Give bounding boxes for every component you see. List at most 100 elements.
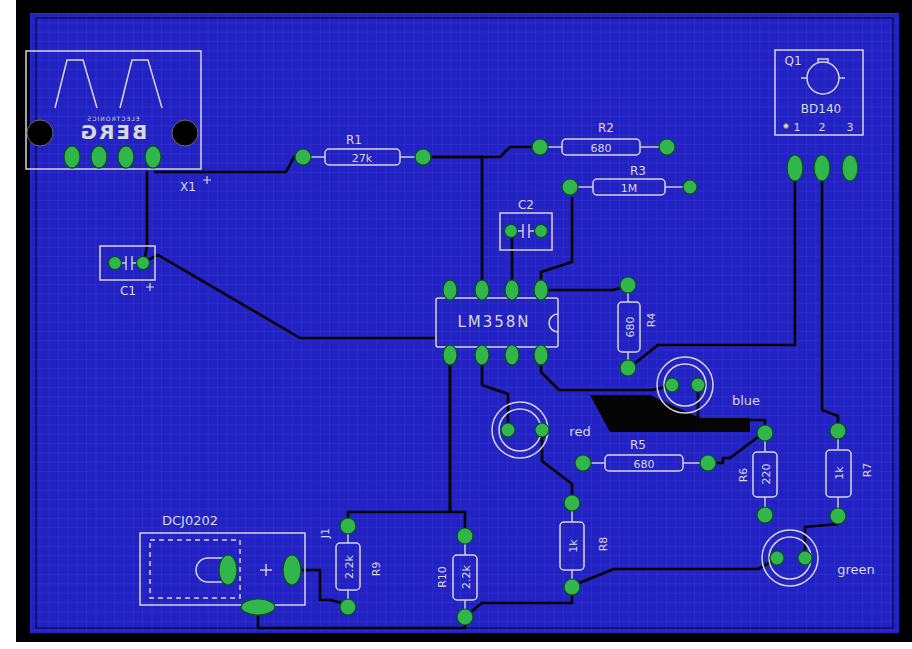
resistor-footprint: R127k (294, 132, 432, 167)
solder-pad (620, 360, 636, 376)
part-name: C1 (120, 285, 136, 297)
lead-line (464, 600, 465, 609)
usb-connector-footprint: BERGELECTRONICSX1 (25, 50, 203, 172)
component-outline (753, 452, 777, 497)
led-footprint: red (490, 400, 602, 461)
part-name: Q1 (784, 55, 801, 67)
part-value: 1k (568, 539, 579, 552)
solder-pad (501, 423, 515, 437)
solder-pad (757, 507, 773, 523)
component-outline (26, 51, 201, 169)
led-color: green (837, 563, 875, 576)
component-outline (769, 537, 811, 579)
part-name: R1 (346, 134, 362, 146)
part-value: 1k (834, 466, 845, 479)
copper-trace (158, 255, 434, 338)
solder-pad (295, 149, 311, 165)
text-slot: 220 (757, 464, 773, 485)
resistor-footprint: 1k R8 (556, 494, 614, 595)
lead-line (683, 462, 700, 463)
solder-pad (564, 579, 580, 595)
copper-ground (30, 13, 899, 633)
led-color: blue (732, 394, 760, 407)
text-slot: 680 (634, 455, 655, 471)
text-slot: R1 (346, 131, 362, 147)
lead-line (518, 230, 524, 231)
origin-mark (203, 176, 211, 184)
component-outline (762, 530, 818, 586)
part-value: 680 (634, 459, 655, 470)
text-slot: R3 (630, 162, 646, 178)
grid (30, 13, 899, 633)
solder-pad (659, 139, 675, 155)
copper-trace (805, 524, 838, 527)
resistor-footprint: 2.2kR9 (330, 517, 386, 615)
part-value: DCJ0202 (162, 514, 218, 527)
solder-pad (535, 423, 549, 437)
text-slot: 2 (819, 118, 826, 134)
text-slot: 2.2k (457, 565, 473, 589)
mounting-hole (27, 120, 53, 146)
copper-trace (698, 416, 765, 425)
component-outline (55, 60, 97, 108)
solder-pad (219, 555, 237, 585)
component-outline (325, 149, 400, 165)
copper-trace (560, 289, 612, 292)
lead-line (837, 439, 838, 450)
lead-line (522, 224, 523, 238)
part-value: BD140 (801, 103, 841, 115)
part-value: 680 (591, 143, 612, 154)
solder-pad (64, 146, 80, 168)
solder-pad (562, 179, 578, 195)
copper-trace (432, 147, 531, 157)
component-outline (150, 540, 240, 598)
component-outline (664, 364, 706, 406)
copper-trace (511, 251, 514, 280)
part-name: R10 (437, 566, 448, 588)
solder-pad (534, 280, 548, 300)
capacitor-footprint: C1 (98, 245, 158, 299)
text-slot: R7 (858, 463, 874, 478)
solder-pad (830, 508, 846, 524)
component-outline (100, 246, 155, 280)
solder-pad (505, 345, 519, 365)
lead-line (265, 564, 266, 576)
copper-trace (308, 570, 330, 600)
solder-pad (241, 599, 275, 615)
solder-pad (575, 455, 591, 471)
footprint (25, 50, 203, 172)
text-slot: red (569, 423, 590, 439)
solder-pad (814, 155, 830, 181)
text-slot: R8 (594, 537, 610, 552)
solder-pad (283, 555, 301, 585)
part-value: 2.2k (461, 565, 472, 589)
origin-mark (146, 283, 154, 291)
lead-line (764, 441, 765, 452)
solder-pad (700, 455, 716, 471)
text-slot: J1 (316, 528, 332, 538)
solder-pad (757, 425, 773, 441)
lead-line (311, 156, 325, 157)
mounting-hole (784, 124, 789, 129)
part-name: J1 (320, 528, 331, 538)
led-footprint: green (758, 527, 892, 589)
text-slot: LM358N (457, 314, 530, 330)
component-outline (826, 450, 851, 497)
lead-line (548, 146, 562, 147)
ic-footprint: LM358N (434, 280, 560, 365)
part-name: R5 (630, 439, 646, 451)
component-outline (560, 522, 584, 570)
board-frame (16, 0, 912, 642)
trace-stub (472, 603, 482, 611)
trace-stub (148, 255, 158, 260)
lead-line (801, 77, 807, 78)
solder-pad (340, 599, 356, 615)
solder-pad (691, 378, 705, 392)
component-outline (605, 455, 683, 471)
copper-trace (541, 198, 572, 280)
part-name: R3 (630, 165, 646, 177)
solder-pad (475, 345, 489, 365)
solder-pad (340, 518, 356, 534)
